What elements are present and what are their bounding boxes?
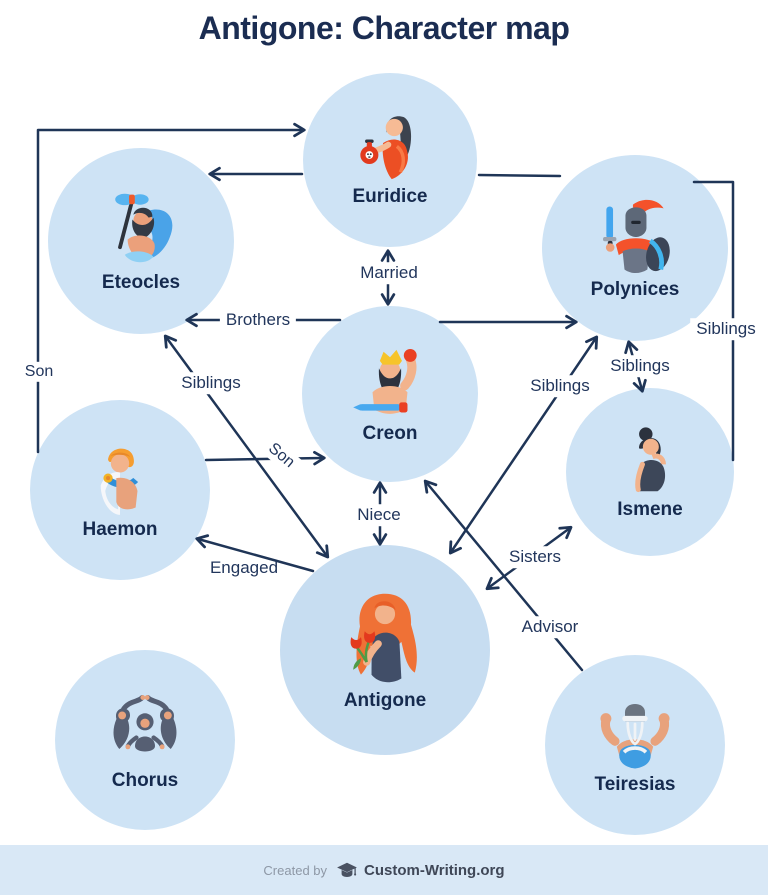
edge-polynices-eteocles-right-segment	[477, 173, 562, 178]
label-siblings-eteocles: Siblings	[175, 372, 247, 394]
node-label: Antigone	[343, 690, 427, 711]
creon-illustration	[353, 348, 417, 414]
node-label: Euridice	[352, 186, 428, 207]
node-polynices: Polynices	[542, 155, 728, 341]
brand-text: Custom-Writing.org	[364, 861, 505, 879]
graduation-cap-icon	[337, 862, 357, 878]
node-teiresias: Teiresias	[545, 655, 725, 835]
node-eteocles: Eteocles	[48, 148, 234, 334]
edge-son-haemon-creon	[204, 450, 326, 466]
label-son-left: Son	[18, 361, 60, 383]
polynices-illustration	[603, 199, 670, 274]
node-label: Creon	[362, 423, 418, 444]
edge-siblings-right-outer	[692, 180, 735, 462]
page-title: Antigone: Character map	[198, 10, 570, 46]
node-antigone: Antigone	[280, 545, 490, 755]
footer-bar: Created by Custom-Writing.org	[0, 845, 768, 895]
brand-logo: Custom-Writing.org	[336, 861, 505, 879]
node-label: Ismene	[617, 499, 683, 520]
node-chorus: Chorus	[55, 650, 235, 830]
edge-advisor-teiresias-creon	[423, 479, 584, 672]
label-engaged: Engaged	[209, 558, 279, 578]
label-married: Married	[354, 262, 424, 284]
chorus-illustration	[113, 695, 177, 752]
euridice-illustration	[360, 116, 412, 180]
created-by-text: Created by	[263, 862, 328, 878]
node-label: Eteocles	[101, 272, 181, 293]
label-siblings-right: Siblings	[690, 318, 762, 340]
label-sisters: Sisters	[503, 546, 567, 568]
teiresias-illustration	[600, 704, 670, 769]
edge-siblings-antigone-eteocles	[163, 334, 330, 559]
edge-siblings-antigone-polynices	[448, 335, 599, 555]
ismene-illustration	[635, 427, 666, 493]
edge-engaged-antigone-haemon	[195, 534, 315, 573]
label-siblings-polynices: Siblings	[524, 375, 596, 397]
node-label: Polynices	[590, 279, 680, 300]
label-niece: Niece	[351, 504, 407, 526]
node-label: Haemon	[82, 519, 158, 540]
haemon-illustration	[100, 448, 139, 515]
eteocles-illustration	[115, 193, 173, 263]
edge-son-haemon-euridice	[36, 122, 306, 454]
node-label: Teiresias	[594, 774, 676, 795]
node-label: Chorus	[111, 770, 179, 791]
label-siblings-ismene: Siblings	[604, 355, 676, 377]
label-brothers: Brothers	[219, 309, 297, 331]
label-advisor: Advisor	[515, 616, 585, 638]
node-euridice: Euridice	[303, 73, 477, 247]
antigone-illustration	[350, 593, 417, 683]
node-creon: Creon	[302, 306, 478, 482]
